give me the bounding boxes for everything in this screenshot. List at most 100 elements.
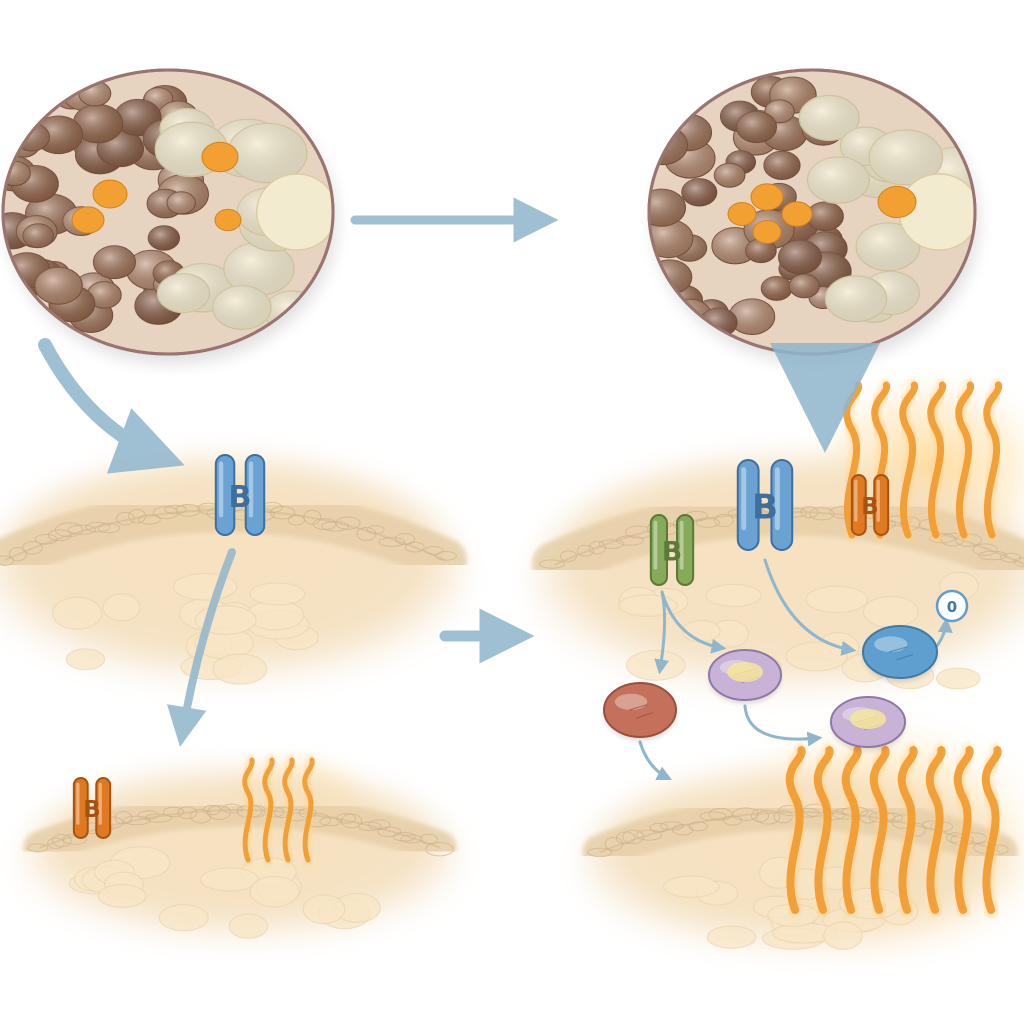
tissue-cell [419,833,438,845]
tissue-cell [158,903,209,932]
orange-bean [877,185,917,219]
heat-wave [242,757,255,863]
receptor-orange-top-right: B [850,474,890,536]
heat-wave [953,746,974,914]
tissue-cell [34,534,58,545]
bean-shade [649,83,679,114]
orange-bean [752,220,782,244]
receptor-highlight [679,520,684,570]
receptor-lobe-left [850,474,867,536]
cream-bean-large [256,173,333,251]
molecule-red [603,682,677,741]
tissue-cell [321,520,350,532]
tissue-cell [114,810,133,825]
plate-rim [1,68,335,356]
heat-wave [983,381,1002,539]
tissue-cell [785,641,848,672]
tissue-cell [67,524,97,535]
bean-shade [778,240,822,274]
tissue-cell [203,804,222,816]
molecule-layer: 0 [603,589,969,751]
bean-shade [729,298,775,335]
orange-bean [71,206,105,234]
bean-shade [22,223,54,248]
signal-glyph: 0 [947,598,957,616]
receptor-blue-top-left: B [214,454,266,536]
tissue-cell [27,843,48,853]
bean-shade [212,285,272,330]
tissue-cell [228,913,269,939]
tissue-cell [576,544,594,557]
receptor-layer: B B B B B [72,454,890,839]
molecule-highlight [874,636,908,652]
receptor-highlight [774,467,780,531]
tissue-cell [681,619,721,643]
bean-shade [148,225,180,251]
plate-layer [1,68,979,364]
tissue-cell [8,547,27,562]
bean-shade [166,191,196,214]
tissue-cell [51,596,103,630]
bean-shade [736,111,777,143]
tissue-cell [189,808,212,824]
molecule-texture [888,646,914,661]
tissue-cell [809,507,835,521]
tissue-cell [137,810,160,820]
tissue-cell [424,545,444,555]
bean-shade [87,281,122,309]
receptor-highlight [98,782,102,825]
tissue-cell [662,875,720,898]
receptor-lobe-left [649,514,668,586]
tissue-cell [249,582,306,606]
tissue-cell [699,811,727,821]
orange-bean [727,202,757,226]
tissue-cell [394,533,416,545]
tissue-cell [47,529,72,542]
pathway-line [654,590,670,675]
tissue-cell [598,539,625,549]
receptor-glyph: B [662,537,682,568]
receptor-orange-bottom-left: B [72,777,112,839]
receptor-highlight [741,467,747,531]
heat-wave [813,746,834,914]
food-plate-left [1,68,337,364]
bean-shade [649,189,686,227]
tissue-cell [615,535,645,546]
tissue-cell [805,585,869,614]
tissue-cell [713,513,734,528]
receptor-glyph: B [752,488,778,528]
receptor-highlight [248,461,254,518]
tissue-cell [51,833,72,848]
tissue-cell [688,821,709,832]
tissue-cell [978,550,1008,561]
orange-bean [781,201,813,227]
tissue-cell [128,508,147,524]
tissue-cell [773,809,793,824]
bean-shade [714,163,745,188]
receptor-lobe-left [72,777,89,839]
molecule-blue [862,625,938,682]
receptor-lobe-right [244,454,266,536]
receptor-highlight [854,479,858,522]
tissue-cell [173,572,238,601]
tissue-cell [249,875,300,908]
tissue-cell [755,809,781,825]
heat-wave [955,381,974,539]
tissue-cell [378,537,406,547]
orange-bean [214,208,242,232]
tissue-section-bottom-left [20,772,460,953]
tissue-cell [175,503,201,517]
tissue-cell [199,867,260,892]
tissue-cell [732,807,759,821]
tissue-cell [366,525,385,535]
orange-bean [201,141,239,173]
bean-shade [14,123,50,152]
molecule-body [862,625,938,679]
molecule-body [603,682,677,738]
bean-shade [806,201,844,231]
tissue-cell [115,511,135,526]
tissue-cell [0,555,15,566]
bean-shade [799,95,860,141]
receptor-lobe-right [770,459,794,551]
tissue-cell [54,522,84,538]
